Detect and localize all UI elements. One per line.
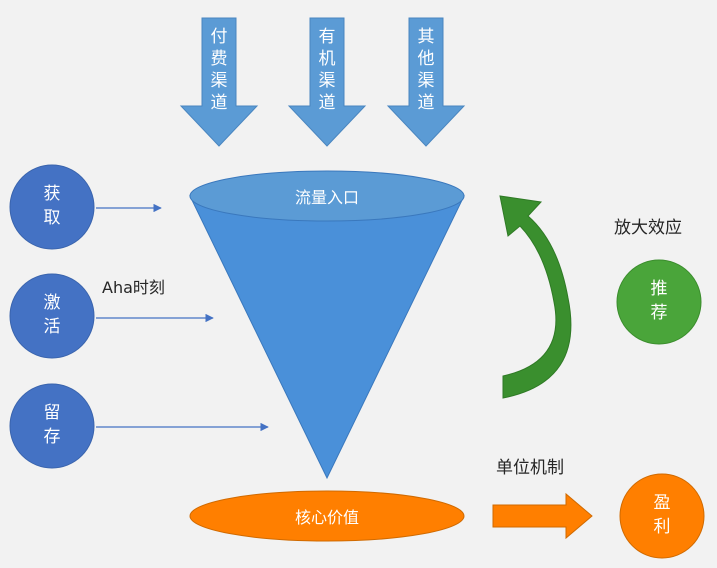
stage-acquisition: 获 取 [9,164,95,250]
stage-label-activation-2: 活 [44,317,61,337]
channel-label-organic-2: 机 [319,49,336,69]
stage-activation: 激 活 [9,273,95,359]
profit-arrow [492,492,593,540]
profit-label-1: 盈 [654,493,671,513]
channel-label-paid-2: 费 [211,49,228,69]
stage-label-acquisition-1: 获 [44,184,61,204]
recommend-label-2: 荐 [651,303,668,323]
amplify-effect-label: 放大效应 [614,218,682,238]
channel-label-other-1: 其 [418,27,435,47]
channel-arrow-organic: 有 机 渠 道 [287,17,367,147]
stage-label-retention-1: 留 [44,403,61,423]
stage-circle-retention [9,383,95,469]
stage-label-activation-1: 激 [44,293,61,313]
channel-label-paid-4: 道 [211,93,228,113]
recommend-label-1: 推 [651,279,668,299]
profit-circle [619,473,705,559]
channel-arrow-paid: 付 费 渠 道 [179,17,259,147]
funnel-top-label: 流量入口 [295,188,359,207]
core-value-label: 核心价值 [295,508,359,527]
channel-label-other-3: 渠 [418,71,435,91]
aha-moment-label: Aha时刻 [102,278,165,297]
curved-feedback-arrow [499,195,572,399]
funnel-top-ellipse [189,170,465,222]
stage-circle-acquisition [9,164,95,250]
channel-label-other-4: 道 [418,93,435,113]
unit-mechanism-label: 单位机制 [496,458,564,478]
stage-retention: 留 存 [9,383,95,469]
channel-label-other-2: 他 [418,49,435,69]
profit-node: 盈 利 [619,473,705,559]
channel-label-organic-1: 有 [319,27,336,47]
channel-label-organic-4: 道 [319,93,336,113]
channel-label-organic-3: 渠 [319,71,336,91]
channel-label-paid-1: 付 [211,27,228,47]
stage-label-acquisition-2: 取 [44,208,61,228]
channel-label-paid-3: 渠 [211,71,228,91]
funnel-cone [189,195,465,480]
channel-arrow-other: 其 他 渠 道 [386,17,466,147]
recommend-circle [616,259,702,345]
core-value-ellipse [189,490,465,542]
stage-circle-activation [9,273,95,359]
stage-label-retention-2: 存 [44,427,61,447]
profit-label-2: 利 [654,517,671,537]
recommend-node: 推 荐 [616,259,702,345]
